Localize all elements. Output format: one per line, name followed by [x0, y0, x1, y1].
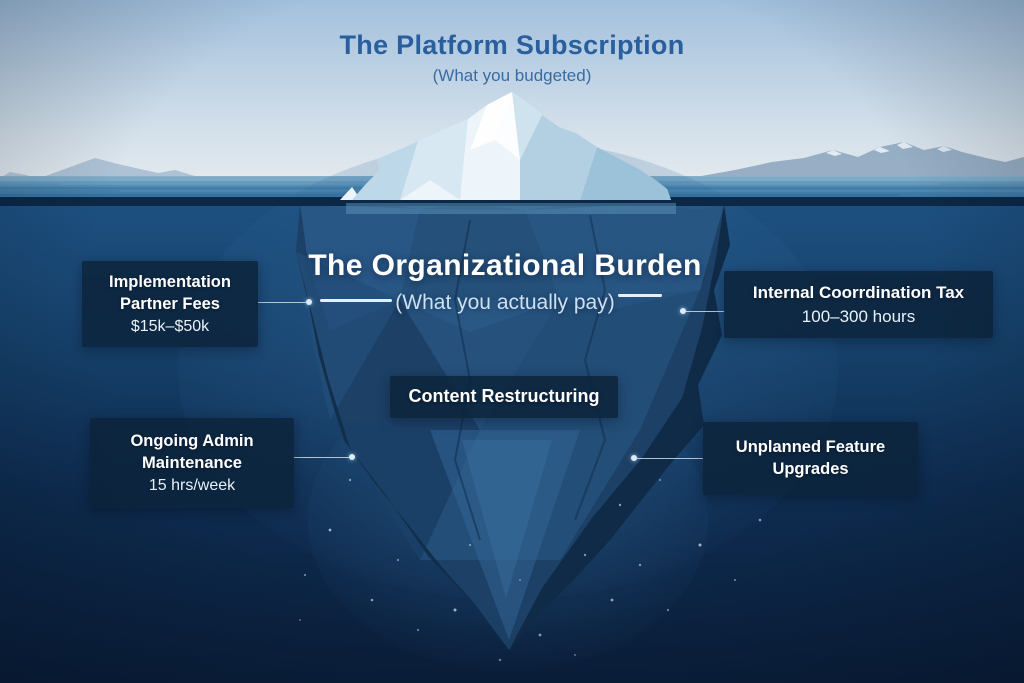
callout-title: Ongoing Admin Maintenance — [130, 432, 254, 472]
underwater-header: The Organizational Burden (What you actu… — [0, 249, 1010, 315]
connector-dot-upgrades — [631, 455, 637, 461]
callout-value: $15k–$50k — [130, 317, 210, 335]
underwater-title: The Organizational Burden — [308, 249, 702, 282]
subtitle-dash-left — [320, 299, 392, 302]
connector-line-admin — [293, 457, 351, 458]
subtitle-dash-right — [618, 294, 662, 297]
connector-line-implementation — [258, 302, 308, 303]
mountains — [0, 142, 1024, 178]
callout-title: Unplanned Feature Upgrades — [735, 438, 886, 478]
surface-header: The Platform Subscription (What you budg… — [0, 30, 1024, 86]
callout-admin-maintenance: Ongoing Admin Maintenance 15 hrs/week — [90, 418, 294, 508]
surface-title: The Platform Subscription — [339, 30, 685, 60]
callout-content-restructuring: Content Restructuring — [390, 376, 618, 418]
iceberg-above — [340, 92, 671, 200]
callout-feature-upgrades: Unplanned Feature Upgrades — [703, 422, 918, 495]
particles — [299, 478, 762, 662]
surface-subtitle: (What you budgeted) — [432, 66, 592, 85]
callout-title: Internal Coorrdination Tax — [752, 283, 965, 303]
underwater-subtitle: (What you actually pay) — [395, 291, 615, 314]
submerged-base — [346, 203, 676, 214]
connector-line-upgrades — [637, 458, 703, 459]
connector-line-coordination — [686, 311, 725, 312]
connector-dot-implementation — [306, 299, 312, 305]
connector-dot-admin — [349, 454, 355, 460]
callout-implementation-fees: Implementation Partner Fees $15k–$50k — [82, 261, 258, 347]
callout-title: Content Restructuring — [408, 386, 600, 407]
callout-value: 15 hrs/week — [148, 476, 236, 494]
callout-title: Implementation Partner Fees — [109, 273, 231, 313]
connector-dot-coordination — [680, 308, 686, 314]
waterline — [0, 197, 1024, 206]
callout-coordination-tax: Internal Coorrdination Tax 100–300 hours — [724, 271, 993, 338]
callout-value: 100–300 hours — [801, 306, 916, 326]
